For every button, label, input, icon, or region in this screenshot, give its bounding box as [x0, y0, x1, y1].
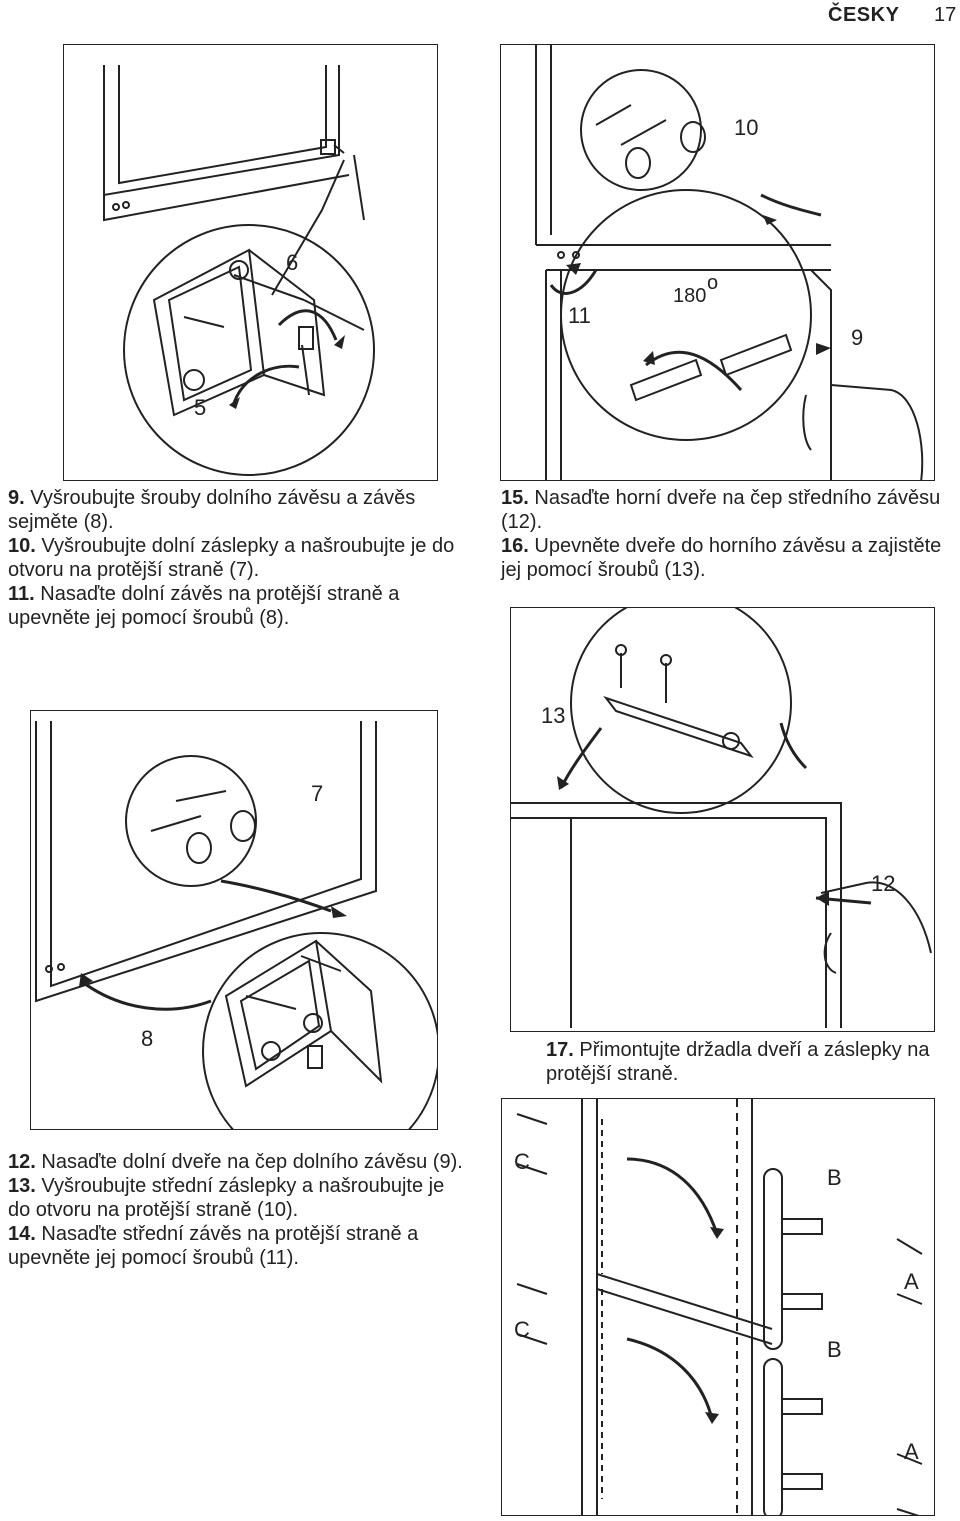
fig1-callout-5: 5: [194, 395, 206, 420]
step-13: 13. Vyšroubujte střední záslepky a našro…: [8, 1175, 445, 1221]
figure-upper-hinge: 13 12: [510, 607, 935, 1032]
steps-12-14: 12. Nasaďte dolní dveře na čep dolního z…: [8, 1150, 468, 1270]
fig4-callout-13: 13: [541, 703, 565, 728]
figure-lower-hinge-removal: 6 5: [63, 44, 438, 481]
fig5-callout-b2: B: [827, 1337, 842, 1362]
middle-hinge-illustration: 10 11 9 180 o: [535, 45, 924, 480]
fig3-callout-8: 8: [141, 1026, 153, 1051]
fig4-callout-12: 12: [871, 871, 895, 896]
figure-handles: C C B B A A: [501, 1098, 935, 1516]
fig2-angle: 180: [673, 285, 706, 307]
fig2-degree: o: [707, 272, 718, 294]
fig2-callout-9: 9: [851, 325, 863, 350]
lower-hinge-mount-illustration: 7 8: [35, 721, 437, 1129]
step-9: 9. Vyšroubujte šrouby dolního závěsu a z…: [8, 487, 416, 533]
fig5-callout-a1: A: [904, 1269, 919, 1294]
figure-middle-hinge: 10 11 9 180 o: [500, 44, 935, 481]
step-11: 11. Nasaďte dolní závěs na protější stra…: [8, 583, 400, 629]
step-16: 16. Upevněte dveře do horního závěsu a z…: [501, 535, 942, 581]
fig3-callout-7: 7: [311, 781, 323, 806]
fig2-callout-11: 11: [568, 303, 591, 328]
fig2-callout-10: 10: [734, 115, 758, 140]
lower-hinge-illustration: 6 5: [103, 65, 375, 476]
page-header-language: ČESKY: [828, 4, 900, 26]
step-17-block: 17. Přimontujte držadla dveří a záslepky…: [546, 1038, 956, 1086]
fig5-callout-b1: B: [827, 1165, 842, 1190]
figure-lower-hinge-mount: 7 8: [30, 710, 438, 1130]
step-15: 15. Nasaďte horní dveře na čep středního…: [501, 487, 941, 533]
upper-hinge-illustration: 13 12: [511, 608, 932, 1028]
fig5-callout-c2: C: [514, 1317, 530, 1342]
handles-illustration: C C B B A A: [514, 1099, 923, 1515]
steps-15-16: 15. Nasaďte horní dveře na čep středního…: [501, 486, 956, 582]
fig5-callout-c1: C: [514, 1149, 530, 1174]
step-12: 12. Nasaďte dolní dveře na čep dolního z…: [8, 1151, 463, 1173]
fig5-callout-a2: A: [904, 1439, 919, 1464]
fig1-callout-6: 6: [286, 250, 298, 275]
steps-9-11: 9. Vyšroubujte šrouby dolního závěsu a z…: [8, 486, 468, 630]
step-10: 10. Vyšroubujte dolní záslepky a našroub…: [8, 535, 455, 581]
step-17: 17. Přimontujte držadla dveří a záslepky…: [546, 1039, 930, 1085]
step-14: 14. Nasaďte střední závěs na protější st…: [8, 1223, 419, 1269]
page-number: 17: [934, 4, 957, 26]
